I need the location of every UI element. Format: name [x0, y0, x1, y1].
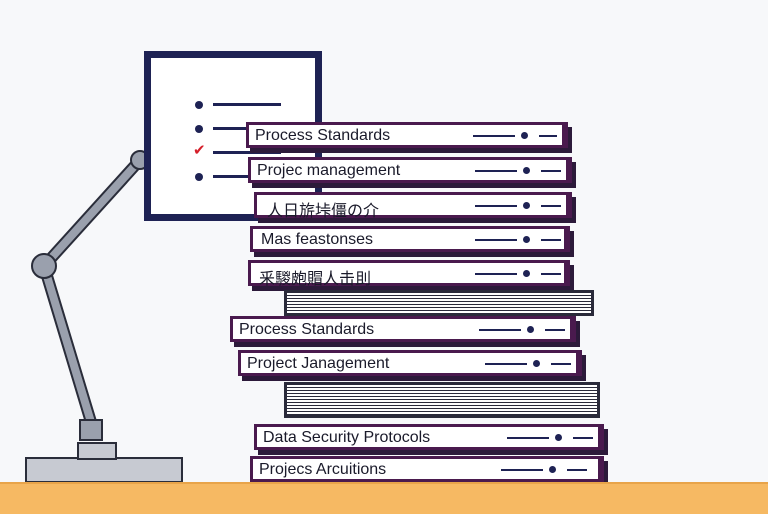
book-spine: Data Security Protocols	[254, 424, 604, 450]
checklist-row	[195, 172, 305, 182]
book-title: Data Security Protocols	[263, 429, 431, 446]
book-spine: Projec management	[248, 157, 572, 183]
book-title: Mas feastonses	[261, 231, 374, 248]
lamp-upper-arm	[40, 156, 144, 270]
book-spine: Projecs Arcuitions	[250, 456, 604, 482]
book-spine: 釆騣皰賵人击刞	[248, 260, 570, 288]
checklist-line	[213, 103, 281, 106]
book-title: 人日旂垰僵の介	[267, 203, 380, 220]
bullet-icon	[195, 101, 203, 109]
book-spine: 人日旂垰僵の介	[254, 192, 572, 220]
lamp-lower-arm	[40, 262, 98, 436]
book-pages	[284, 382, 600, 418]
desk-surface	[0, 482, 768, 514]
book-title: Projec management	[257, 162, 401, 179]
book-title: Projecs Arcuitions	[259, 461, 387, 478]
lamp-base	[25, 457, 183, 483]
lamp-joint	[31, 253, 57, 279]
checklist-row	[195, 100, 305, 110]
check-icon: ✔	[193, 141, 206, 159]
book-title: 釆騣皰賵人击刞	[259, 271, 372, 288]
lamp-foot	[77, 442, 117, 460]
bullet-icon	[195, 173, 203, 181]
checklist-row: ✔	[193, 141, 305, 159]
book-pages	[284, 290, 594, 316]
book-title: Process Standards	[239, 321, 375, 338]
book-title: Project Janagement	[247, 355, 390, 372]
book-spine: Project Janagement	[238, 350, 582, 376]
book-spine: Mas feastonses	[250, 226, 570, 252]
book-title: Process Standards	[255, 127, 391, 144]
book-spine: Process Standards	[246, 122, 568, 148]
bullet-icon	[195, 125, 203, 133]
book-spine: Process Standards	[230, 316, 576, 342]
lamp-hinge-bottom	[79, 419, 103, 441]
checklist-line	[213, 151, 281, 154]
checklist-line	[213, 175, 281, 178]
